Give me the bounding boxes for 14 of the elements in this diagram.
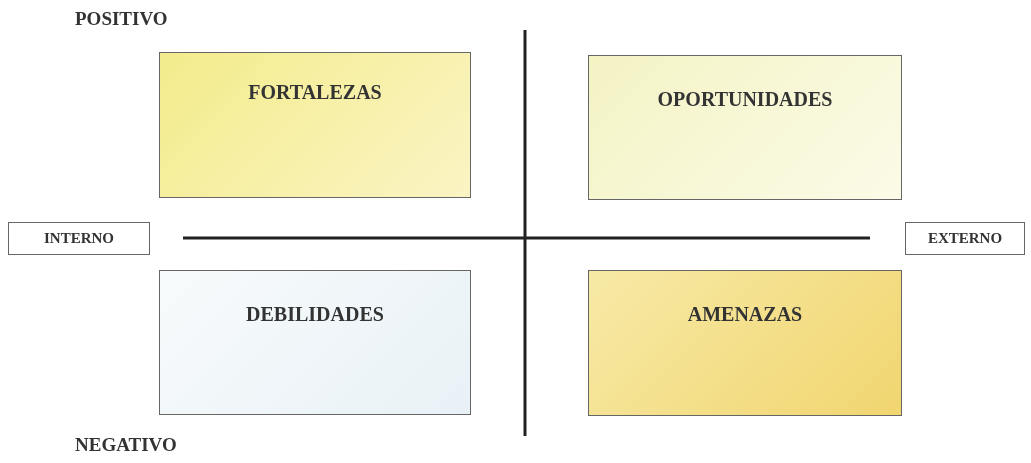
quadrant-title: EXTERNO <box>927 230 1003 248</box>
axis-label-box <box>8 222 150 255</box>
axis-label: NEGATIVO <box>75 434 177 456</box>
quadrant-box <box>159 270 471 415</box>
axis-label: POSITIVO <box>75 8 168 30</box>
quadrant-box <box>588 55 902 200</box>
quadrant-title: DEBILIDADES <box>246 303 384 327</box>
quadrant-title: AMENAZAS <box>687 303 803 327</box>
quadrant-box <box>588 270 902 416</box>
quadrant-title: INTERNO <box>44 230 114 248</box>
quadrant-box <box>159 52 471 198</box>
axis-label-box <box>905 222 1025 255</box>
quadrant-title: FORTALEZAS <box>248 81 382 105</box>
quadrant-title: OPORTUNIDADES <box>657 88 833 112</box>
